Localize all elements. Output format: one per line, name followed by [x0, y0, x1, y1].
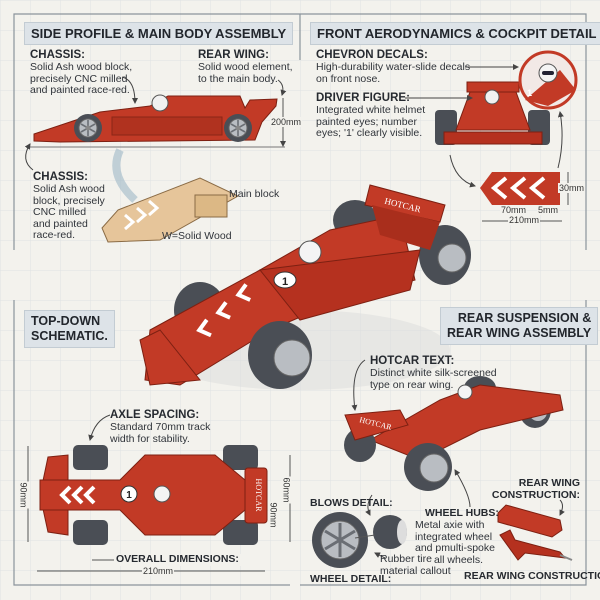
decal-seg2: 5mm — [537, 205, 559, 215]
front-title: FRONT AERODYNAMICS & COCKPIT DETAIL — [310, 22, 600, 45]
decal-height: 30mm — [558, 183, 586, 193]
height-dimension: 200mm — [270, 117, 303, 127]
rear-wing-parts — [497, 504, 573, 561]
text-line: CNC milled — [33, 206, 87, 218]
text-line: precisely CNC milled — [30, 72, 128, 85]
text-line: Distinct white silk-screened — [370, 367, 497, 379]
right-dimension-2: 60mm — [281, 476, 292, 504]
text-line: and painted — [33, 217, 88, 230]
side-profile-title: SIDE PROFILE & MAIN BODY ASSEMBLY — [24, 22, 294, 45]
chevron-label: CHEVRON DECALS: — [316, 49, 428, 61]
rear-wing-desc: Solid wood element,to the main body. — [198, 61, 293, 85]
text-line: Metal axie with — [415, 519, 485, 531]
rear-view-car: HOTCAR — [344, 376, 564, 491]
text-line: CONSTRUCTION: — [491, 488, 580, 501]
text-line: Solid Ash wood block, — [30, 61, 133, 73]
decal-seg1: 70mm — [500, 205, 528, 215]
wheel-detail-label: WHEEL DETAIL: — [310, 573, 392, 585]
axle-label: AXLE SPACING: — [110, 409, 200, 421]
text-line: REAR SUSPENSION & — [457, 311, 592, 325]
text-line: Rubber tire — [380, 553, 432, 565]
text-line: REAR WING ASSEMBLY — [447, 326, 592, 340]
text-line: painted eyes; number — [316, 115, 417, 128]
top-down-number: 1 — [126, 490, 132, 501]
chassis-desc: Solid Ash wood block,precisely CNC mille… — [30, 61, 133, 97]
text-line: eyes; '1' clearly visible. — [316, 127, 423, 139]
callout-arrows — [24, 64, 565, 559]
main-block-label: Main block — [229, 188, 280, 200]
blows-label: BLOWS DETAIL: — [310, 497, 393, 509]
text-line: and painted race-red. — [30, 84, 130, 96]
panel-frames — [13, 13, 587, 586]
driver-label: DRIVER FIGURE: — [316, 92, 410, 104]
inset-number: 1 — [527, 88, 533, 98]
text-line: REAR WING — [518, 477, 580, 489]
center-car-number: 1 — [282, 276, 288, 288]
text-line: High-durability water-slide decals — [316, 61, 471, 73]
wood-block — [101, 148, 240, 243]
text-line: and pmulti-spoke — [415, 542, 495, 554]
text-line: SCHEMATIC. — [31, 329, 108, 343]
hubs-label: WHEEL HUBS: — [425, 507, 499, 519]
text-line: all wheels. — [433, 553, 483, 566]
text-line: on front nose. — [316, 72, 381, 85]
chassis-label: CHASSIS: — [30, 49, 85, 61]
center-car: 1 HOTCAR — [139, 184, 471, 390]
front-view-car — [435, 50, 578, 145]
text-line: Solid wood element, — [198, 61, 293, 73]
text-line: type on rear wing. — [370, 378, 454, 391]
overall-dimension: 210mm — [142, 566, 175, 576]
wheel-detail-drawing — [312, 512, 407, 568]
rear-title: REAR SUSPENSION &REAR WING ASSEMBLY — [440, 307, 599, 345]
text-line: material callout — [380, 564, 451, 577]
text-line: Solid Ash wood — [33, 183, 105, 195]
text-line: to the main body. — [198, 72, 278, 85]
text-line: Integrated white helmet — [316, 104, 426, 116]
hotcar-label: HOTCAR TEXT: — [370, 355, 455, 367]
text-line: Standard 70mm track — [110, 421, 211, 433]
side-profile-car — [30, 94, 286, 148]
text-line: race-red. — [33, 229, 76, 241]
wood-label: W=Solid Wood — [162, 230, 232, 242]
chassis2-label: CHASSIS: — [33, 171, 88, 183]
right-dimension-1: 90mm — [268, 501, 279, 529]
text-line: TOP-DOWN — [31, 314, 101, 328]
top-down-wing-text: HOTCAR — [254, 479, 263, 513]
text-line: integrated wheel — [415, 530, 493, 543]
decal-width: 210mm — [508, 215, 541, 225]
rear-wing-construction-bottom-label: REAR WING CONSTRUCTION: — [464, 570, 600, 582]
left-dimension: 90mm — [18, 481, 29, 509]
text-line: width for stability. — [110, 432, 190, 445]
overall-label: OVERALL DIMENSIONS: — [114, 553, 241, 566]
rear-wing-label: REAR WING: — [198, 49, 269, 61]
text-line: block, precisely — [33, 194, 105, 207]
